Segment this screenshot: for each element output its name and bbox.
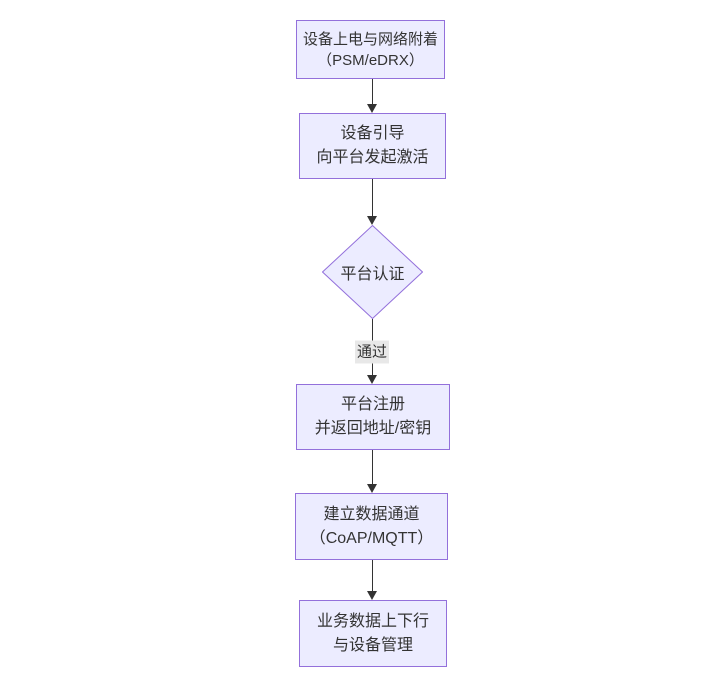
node-label-line: 设备引导 [340,125,405,142]
node-label-line: （PSM/eDRX） [317,51,424,69]
diamond-shape [322,225,423,319]
edge-line [372,179,373,216]
node-label-line: 平台注册 [340,396,405,413]
node-device-power-attach: 设备上电与网络附着 （PSM/eDRX） [296,20,445,79]
node-label-line: 与设备管理 [332,636,413,654]
node-label-line: 平台认证 [340,266,405,283]
node-platform-register: 平台注册 并返回地址/密钥 [296,384,450,450]
node-platform-auth-decision: 平台认证 [322,225,423,319]
arrowhead-down-icon [367,484,377,493]
arrowhead-down-icon [367,375,377,384]
arrowhead-down-icon [367,104,377,113]
edge-line [372,450,373,484]
node-data-channel: 建立数据通道 （CoAP/MQTT） [295,493,448,560]
node-label-line: 向平台发起激活 [316,149,429,166]
arrowhead-down-icon [367,591,377,600]
node-label-line: 并返回地址/密钥 [314,420,432,437]
node-label-line: （CoAP/MQTT） [309,529,434,547]
node-label-line: 建立数据通道 [323,505,420,523]
edge-label-pass: 通过 [354,340,390,364]
arrowhead-down-icon [367,216,377,225]
node-business-data-mgmt: 业务数据上下行 与设备管理 [299,600,447,667]
node-label-line: 业务数据上下行 [316,612,429,630]
edge-line [372,560,373,591]
edge-line [372,79,373,104]
node-label-line: 设备上电与网络附着 [302,30,438,48]
node-device-bootstrap: 设备引导 向平台发起激活 [299,113,446,179]
